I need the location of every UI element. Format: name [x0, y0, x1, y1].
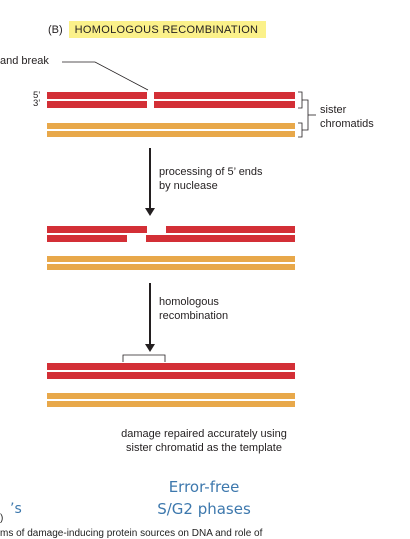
- sister-brackets: [298, 91, 316, 138]
- stage3-chromatids: [47, 363, 295, 407]
- cropped-bottom-fragment: ms of damage-inducing protein sources on…: [0, 528, 263, 539]
- orange-strand-top-3: [47, 393, 295, 399]
- step2-label-line1: homologous: [159, 296, 219, 308]
- result-label-line2: sister chromatid as the template: [126, 442, 282, 454]
- cropped-left-small: ): [0, 513, 4, 524]
- panel-title: HOMOLOGOUS RECOMBINATION: [68, 21, 267, 38]
- red-strand-bottom-left-processed: [47, 235, 127, 242]
- orange-strand-bottom: [47, 131, 295, 137]
- result-label-line1: damage repaired accurately using: [121, 428, 287, 440]
- sister-label-line1: sister: [320, 104, 347, 116]
- panel-heading: (B) HOMOLOGOUS RECOMBINATION: [48, 21, 267, 38]
- break-label: and break: [0, 55, 49, 67]
- step1-label-line2: by nuclease: [159, 180, 218, 192]
- orange-strand-top: [47, 123, 295, 129]
- red-strand-bottom-repaired: [47, 372, 295, 379]
- step1-label-line1: processing of 5’ ends: [159, 166, 263, 178]
- break-leader-line: [62, 61, 149, 91]
- strand-5-label: 5’: [33, 90, 41, 101]
- footer-line2: S/G2 phases: [157, 500, 251, 518]
- stage1-chromatids: [47, 92, 295, 137]
- red-strand-top-right-processed: [166, 226, 295, 233]
- red-strand-top-right: [154, 92, 295, 99]
- strand-3-label: 3’: [33, 98, 41, 109]
- orange-strand-bottom-2: [47, 264, 295, 270]
- red-strand-top-left: [47, 92, 147, 99]
- repair-region-bracket: [122, 354, 166, 362]
- red-strand-top-left-processed: [47, 226, 147, 233]
- panel-letter: (B): [48, 24, 63, 36]
- red-strand-top-repaired: [47, 363, 295, 370]
- sister-label-line2: chromatids: [320, 118, 374, 130]
- red-strand-bottom-right-processed: [146, 235, 295, 242]
- footer-line1: Error-free: [168, 478, 240, 496]
- orange-strand-top-2: [47, 256, 295, 262]
- orange-strand-bottom-3: [47, 401, 295, 407]
- step2-label-line2: recombination: [159, 310, 229, 322]
- red-strand-bottom-right: [154, 101, 295, 108]
- cropped-left-fragment: ’s: [10, 501, 22, 517]
- red-strand-bottom-left: [47, 101, 147, 108]
- stage2-chromatids: [47, 226, 295, 270]
